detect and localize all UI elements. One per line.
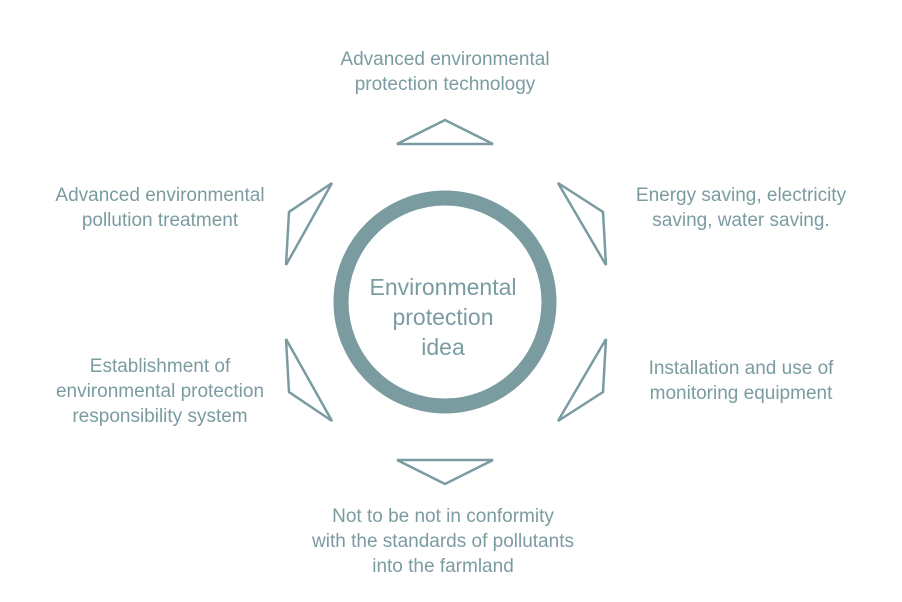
center-title-line: protection [392,304,494,330]
node-label-line: Not to be not in conformity [332,506,554,527]
center-title-line: Environmental [369,274,517,300]
arrow-upper-left [284,181,334,266]
arrow-lower-right [556,338,608,423]
center-title-line: idea [421,334,465,360]
node-label-line: Installation and use of [648,358,834,379]
arrow-lower-left [284,338,334,423]
node-label-line: Energy saving, electricity [635,185,847,206]
node-label-lower-left: Establishment of environmental protectio… [30,354,290,429]
center-ring [333,190,557,414]
node-label-line: with the standards of pollutants [312,531,574,552]
node-label-line: Advanced environmental [340,49,550,70]
arrow-upper-right [556,181,608,266]
node-label-line: pollution treatment [81,210,239,231]
node-label-line: into the farmland [372,556,514,577]
arrow-bottom [396,458,494,486]
node-label-line: monitoring equipment [649,383,833,404]
node-label-top: Advanced environmental protection techno… [310,47,580,97]
node-label-line: saving, water saving. [652,210,830,231]
node-label-line: environmental protection [55,381,265,402]
node-label-bottom: Not to be not in conformity with the sta… [283,504,603,579]
node-label-line: Advanced environmental [55,185,265,206]
node-label-line: responsibility system [72,406,248,427]
node-label-upper-right: Energy saving, electricity saving, water… [610,183,872,233]
node-label-lower-right: Installation and use of monitoring equip… [612,356,870,406]
node-label-line: protection technology [354,74,536,95]
arrow-top [396,118,494,146]
node-label-line: Establishment of [89,356,231,377]
node-label-upper-left: Advanced environmental pollution treatme… [30,183,290,233]
center-title: Environmental protection idea [343,272,543,362]
